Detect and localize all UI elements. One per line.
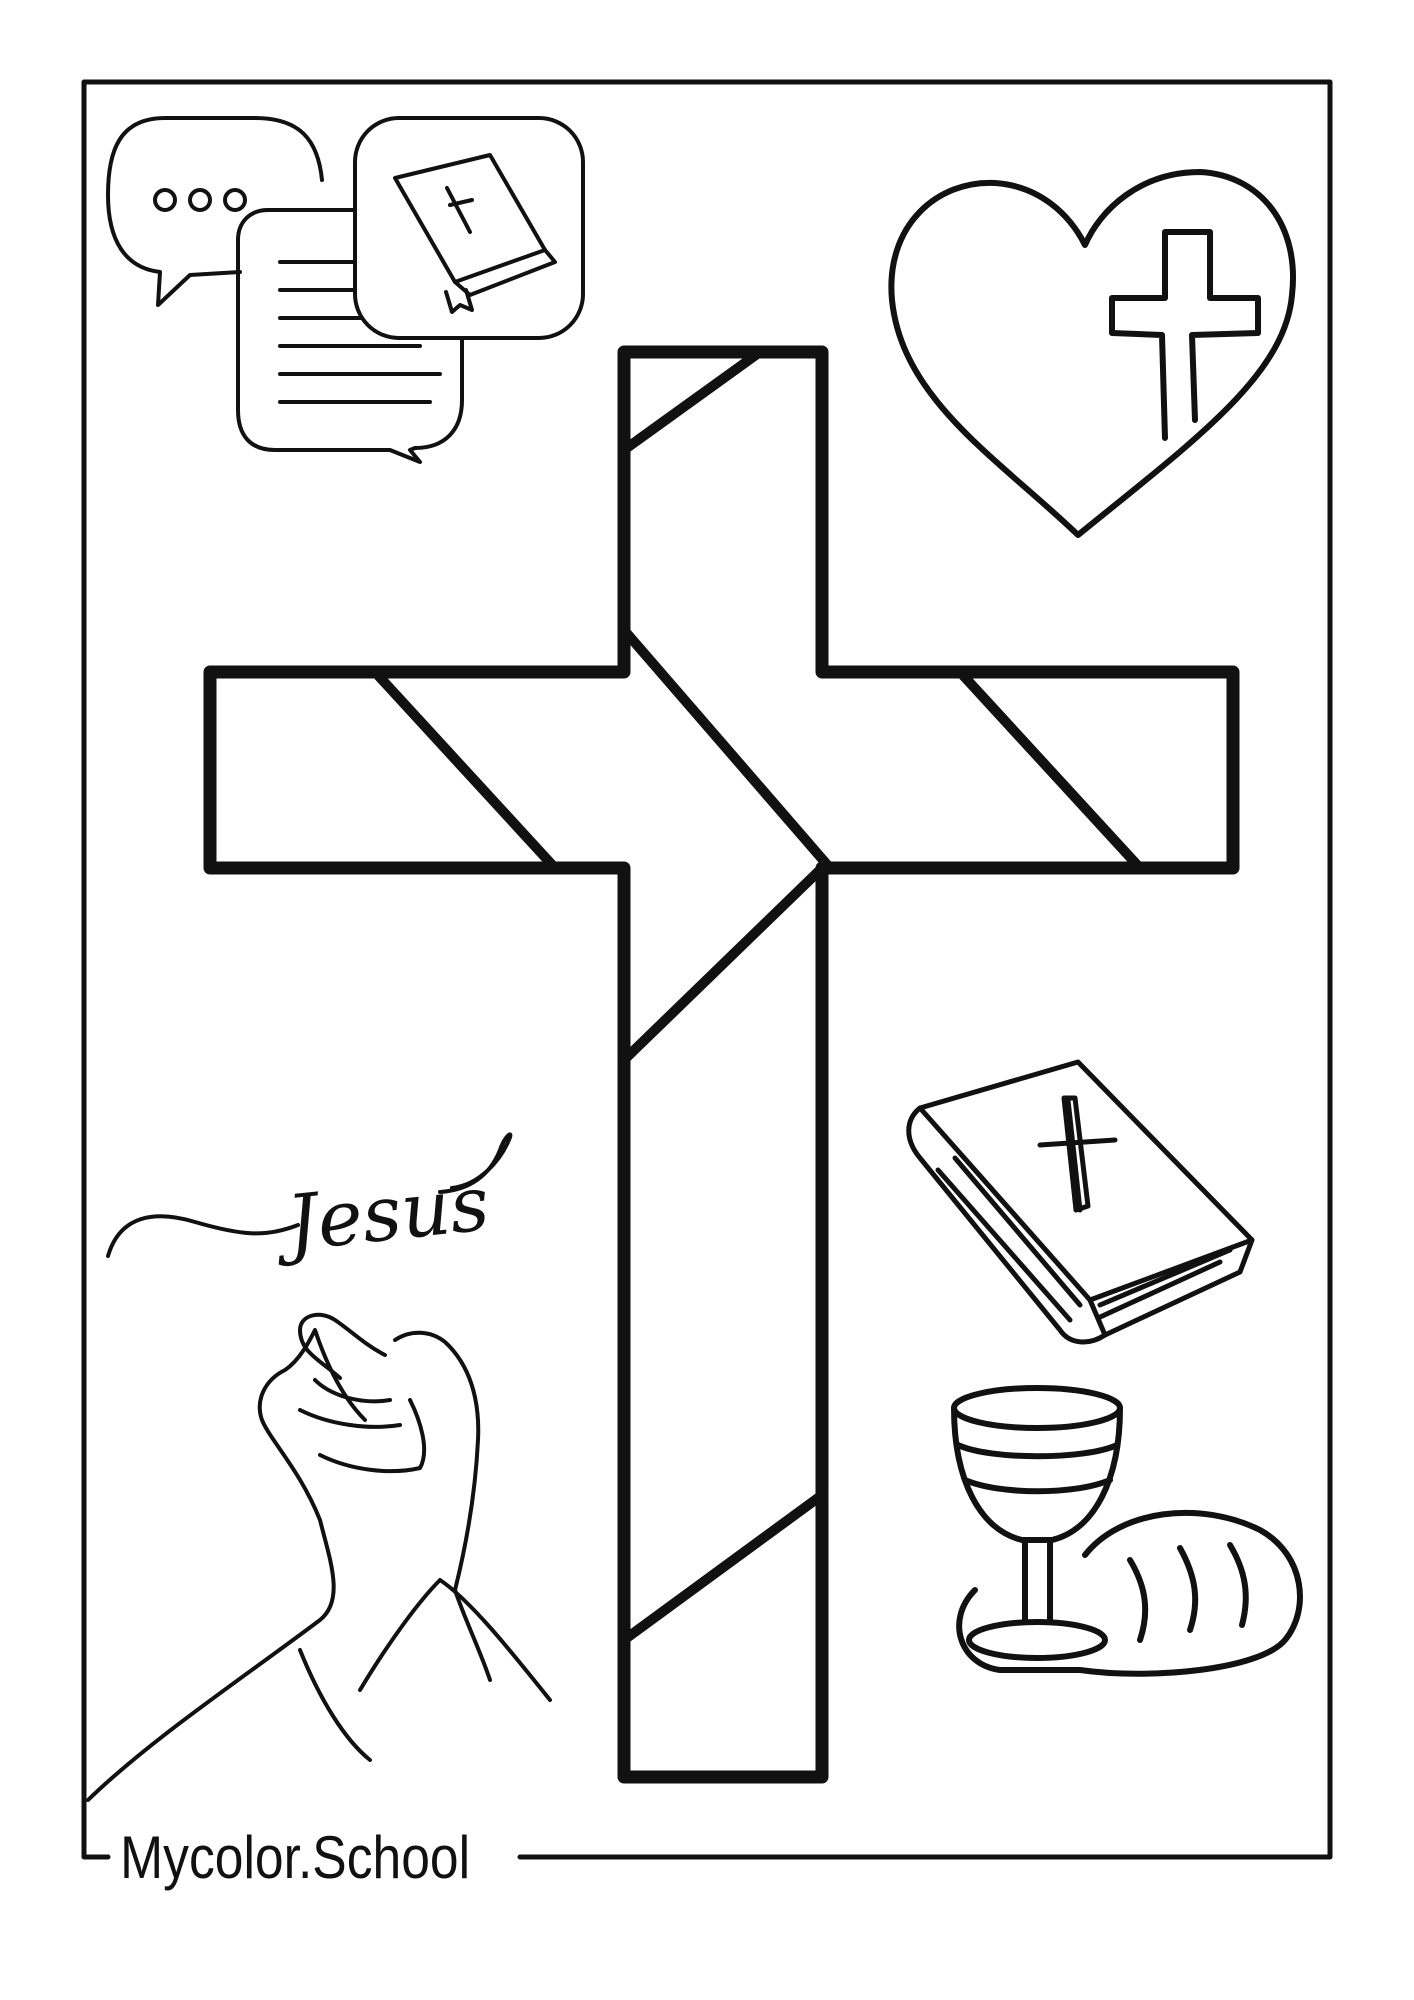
jesus-text: Jesus: [270, 1158, 494, 1269]
praying-hands-icon: [86, 1312, 552, 1802]
large-cross: [203, 345, 1240, 1784]
heart-cross-icon: [888, 169, 1296, 538]
cross-stripes: [370, 347, 1145, 1645]
bible-book-icon: [906, 1059, 1255, 1345]
brand-watermark: Mycolor.School: [115, 1820, 476, 1896]
chat-bubbles-icon: [106, 116, 585, 464]
chalice-bread-icon: [951, 1385, 1303, 1677]
jesus-script-lettering: Jesus: [106, 1132, 513, 1269]
page-frame: [81, 79, 1333, 1860]
